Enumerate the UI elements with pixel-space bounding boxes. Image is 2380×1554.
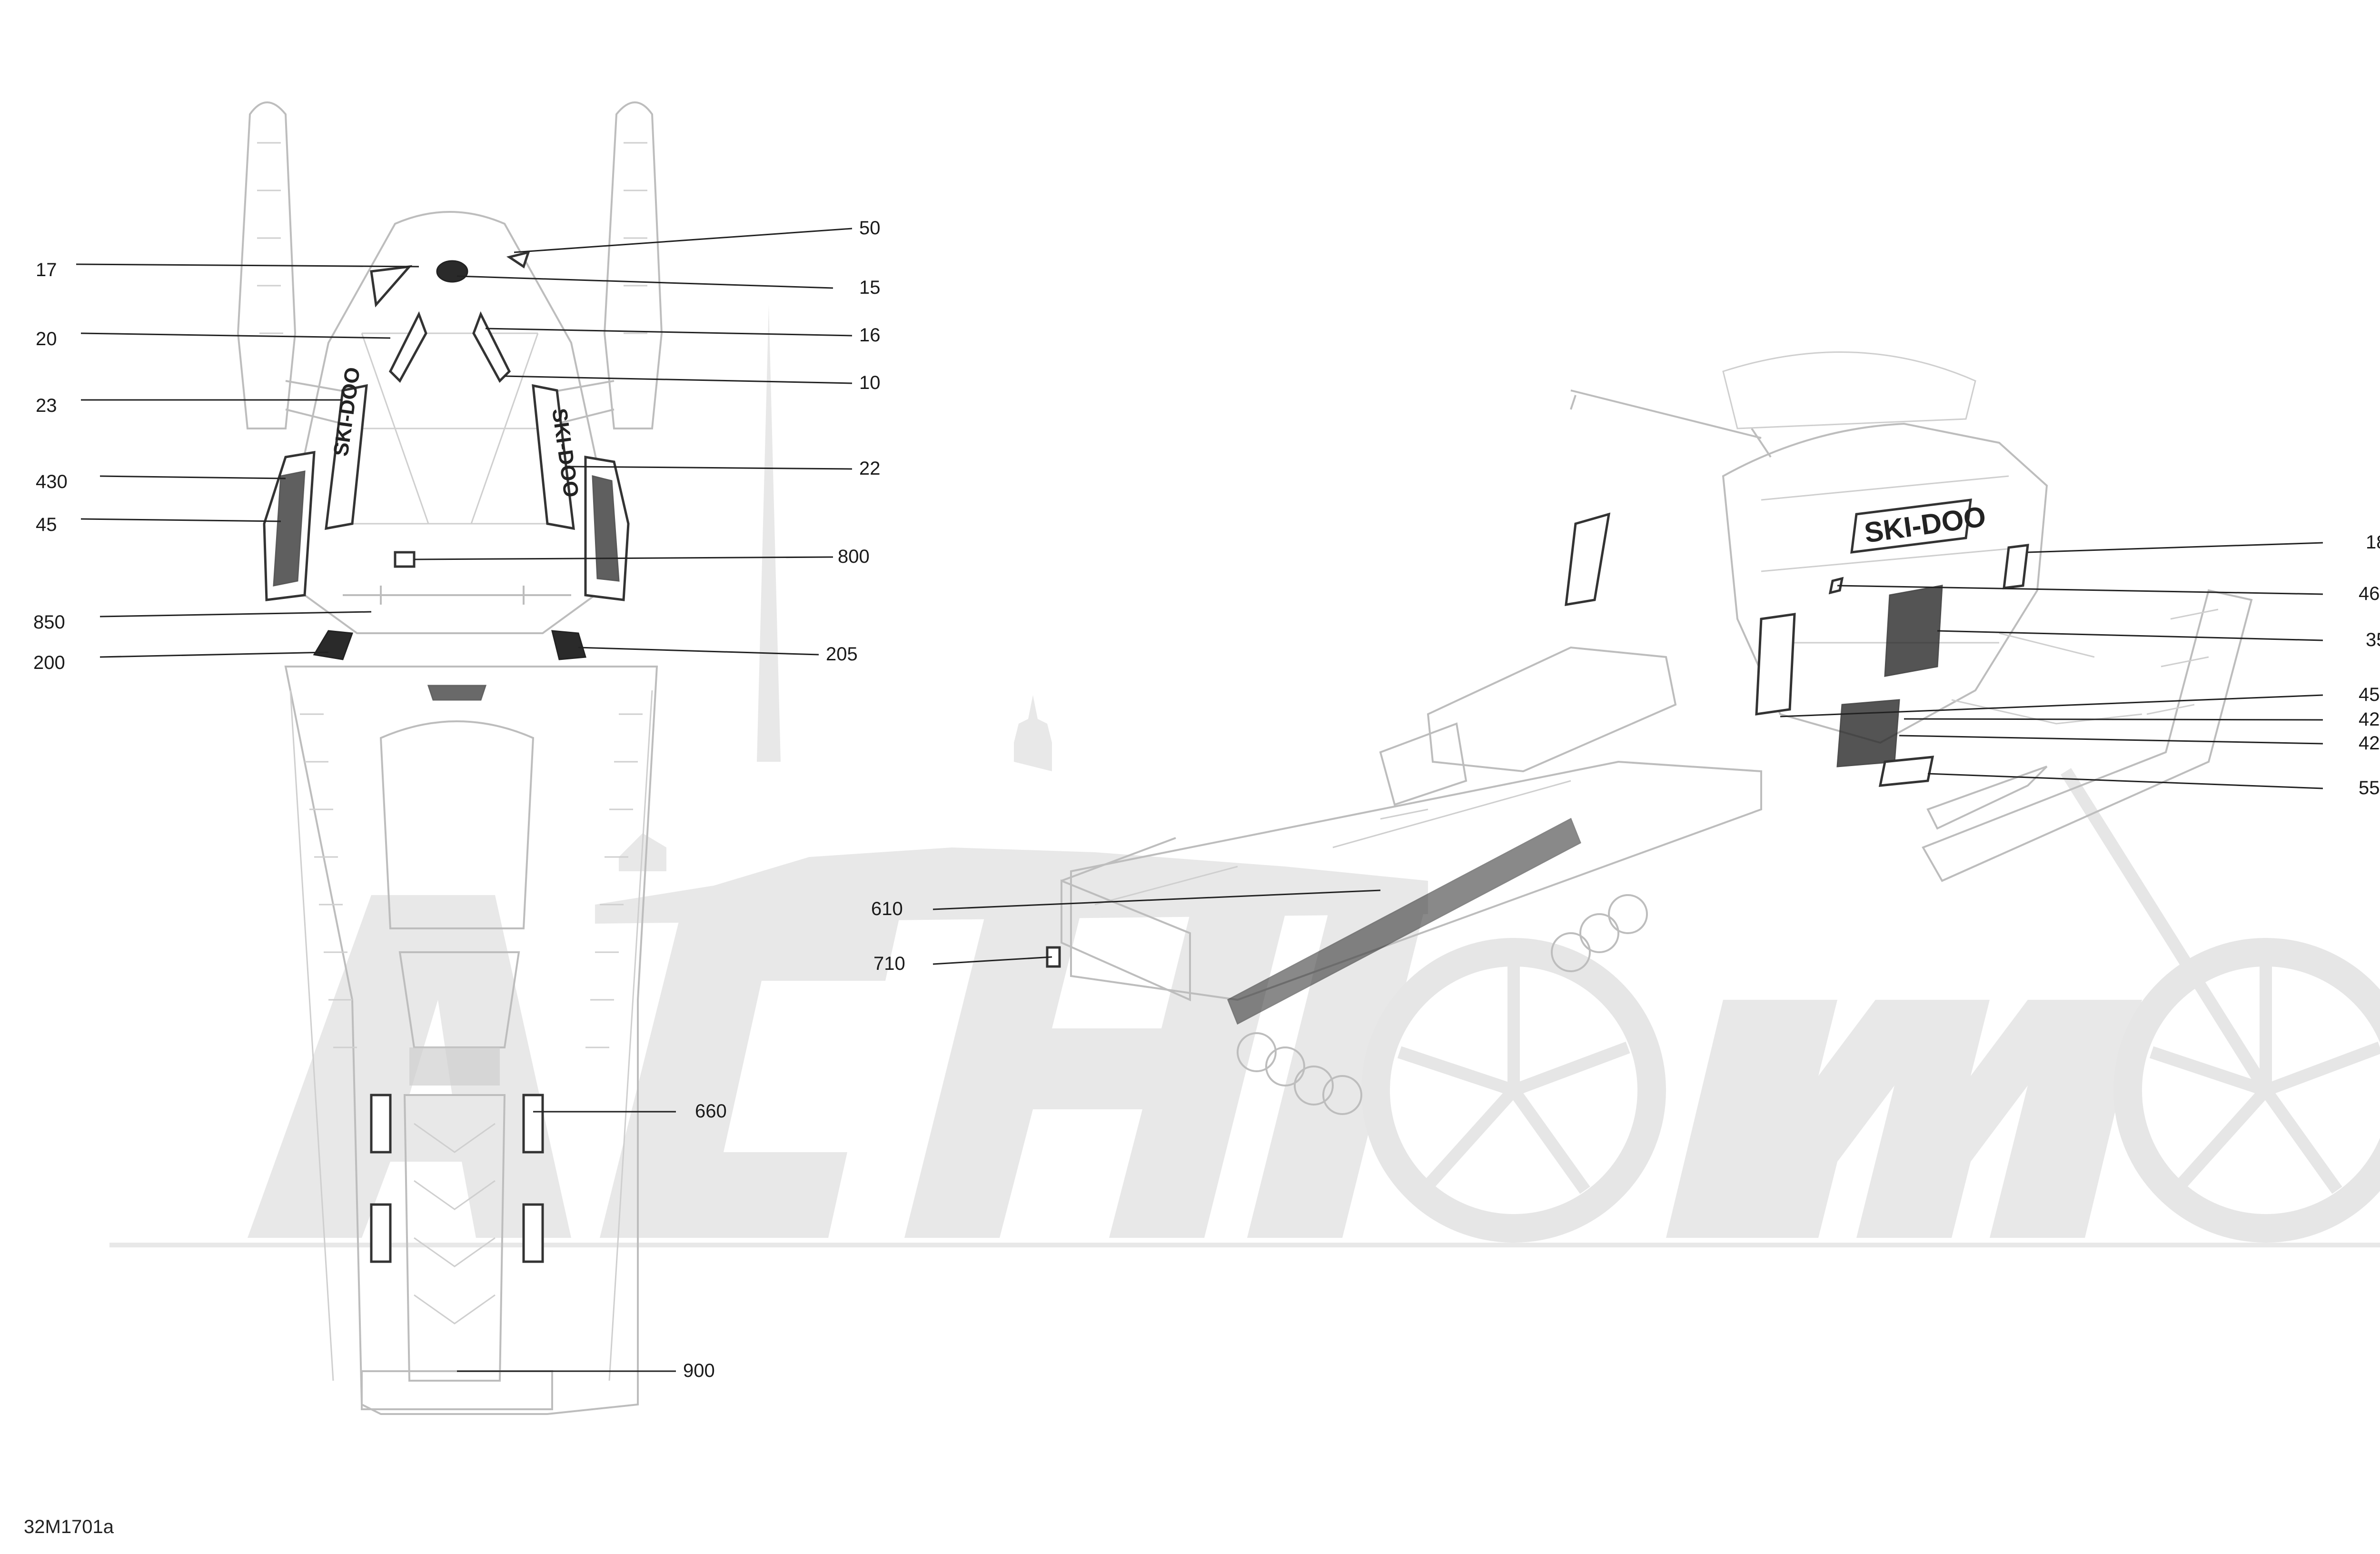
decal-660-left [370,1094,392,1154]
callout-200: 200 [33,652,65,673]
callout-450: 450 [2359,684,2380,705]
callout-660: 660 [695,1101,727,1122]
callout-460: 460 [2359,583,2380,604]
callout-20: 20 [36,329,57,349]
left-ski [237,101,297,429]
diagram-code: 32M1701a [24,1516,114,1537]
callout-17: 17 [36,259,57,280]
iso-seat [1427,646,1677,773]
watermark-spire [757,305,781,762]
watermark-wheel-right [2113,938,2380,1243]
decal-35 [1884,585,1943,677]
right-ski [603,101,663,429]
callout-15: 15 [859,277,881,298]
decal-18 [2003,544,2029,589]
decal-800 [394,551,416,568]
decal-23 [325,384,368,530]
callout-610: 610 [871,898,903,919]
hood-outline [298,211,601,634]
decal-windshield-side [1565,512,1611,607]
tunnel-outline [284,666,658,1415]
iso-right-ski [1922,589,2253,882]
seat [379,720,535,929]
callout-425: 425 [2359,709,2380,730]
watermark-letters [248,895,2142,1238]
decal-17 [370,265,413,308]
decal-460 [1828,577,1844,595]
decal-660-right [522,1094,544,1154]
callout-900: 900 [683,1360,715,1381]
decal-610 [1227,817,1581,1025]
callout-205: 205 [826,644,858,665]
callout-10: 10 [859,372,881,393]
leader-lines [76,228,2323,1372]
seat-emblem [427,685,487,701]
decal-420 [1836,699,1900,767]
handlebar [343,586,571,605]
iso-hood [1722,422,2048,744]
emblem-15 [436,260,468,283]
callout-labels: 17 20 23 430 45 850 200 50 15 16 10 22 8… [33,218,2380,1381]
decal-200 [313,630,354,660]
rear-bumper [361,1370,553,1410]
callout-35: 35 [2366,629,2380,650]
callout-50: 50 [859,218,881,239]
callout-420: 420 [2359,733,2380,754]
iso-bogie-wheels [1237,894,1648,1115]
iso-brand-decal [1850,498,1972,554]
decal-660-right-lower [522,1203,544,1263]
callout-552: 552 [2359,777,2380,798]
top-view-snowmobile: SKI-DOO SKI-DOO [237,101,663,1415]
callout-18: 18 [2366,532,2380,553]
callout-430: 430 [36,471,68,492]
callout-850: 850 [33,612,65,633]
decal-660-left-lower [370,1203,392,1263]
decal-20 [388,311,427,383]
watermark-wheel-left [1361,938,1666,1243]
callout-23: 23 [36,395,57,416]
decal-50 [506,250,530,269]
callout-22: 22 [859,458,881,479]
decal-10 [472,311,511,383]
iso-left-ski-tip [1926,766,2048,830]
callout-800: 800 [838,546,870,567]
decal-552 [1878,756,1934,787]
callout-16: 16 [859,325,881,346]
iso-handlebar [1570,389,1772,458]
iso-tunnel [1070,760,1762,1001]
iso-rear-rack [1061,837,1191,1002]
decal-205 [551,630,586,660]
decal-450 [1755,613,1796,716]
callout-45: 45 [36,514,57,535]
decal-22 [532,384,575,530]
watermark [109,305,2380,1247]
watermark-tower [1014,695,1052,771]
callout-710: 710 [873,953,905,974]
side-view-snowmobile: SKI-DOO [1046,351,2253,1115]
